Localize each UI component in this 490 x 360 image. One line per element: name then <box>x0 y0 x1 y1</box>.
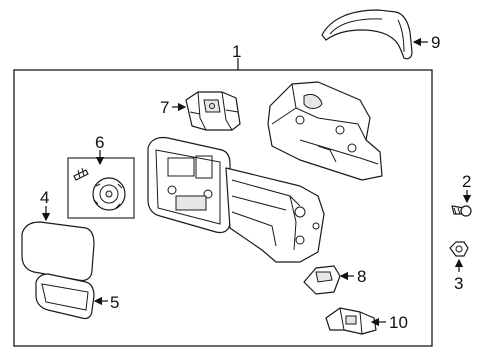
mirror-glass-part <box>21 221 95 282</box>
callout-9: 9 <box>431 33 440 52</box>
callout-8: 8 <box>357 267 366 286</box>
assembly-frame <box>13 69 433 347</box>
upper-bracket-part <box>267 81 383 181</box>
callout-4: 4 <box>40 188 49 207</box>
mirror-housing-part <box>147 136 325 263</box>
screw-part <box>73 167 89 181</box>
callout-3: 3 <box>454 274 463 293</box>
bolt-part <box>451 205 472 217</box>
motor-part <box>92 177 126 211</box>
callout-5: 5 <box>110 293 119 312</box>
bracket-part <box>185 91 241 131</box>
mirror-cap-part <box>321 9 413 60</box>
lamp-part <box>303 265 341 295</box>
callout-6: 6 <box>95 133 104 152</box>
connector-part <box>325 307 377 335</box>
callout-10: 10 <box>389 313 408 332</box>
glass-backing-part <box>35 273 95 320</box>
callout-7: 7 <box>160 98 169 117</box>
nut-part <box>449 241 469 257</box>
callout-1: 1 <box>232 42 241 61</box>
callout-2: 2 <box>462 172 471 191</box>
